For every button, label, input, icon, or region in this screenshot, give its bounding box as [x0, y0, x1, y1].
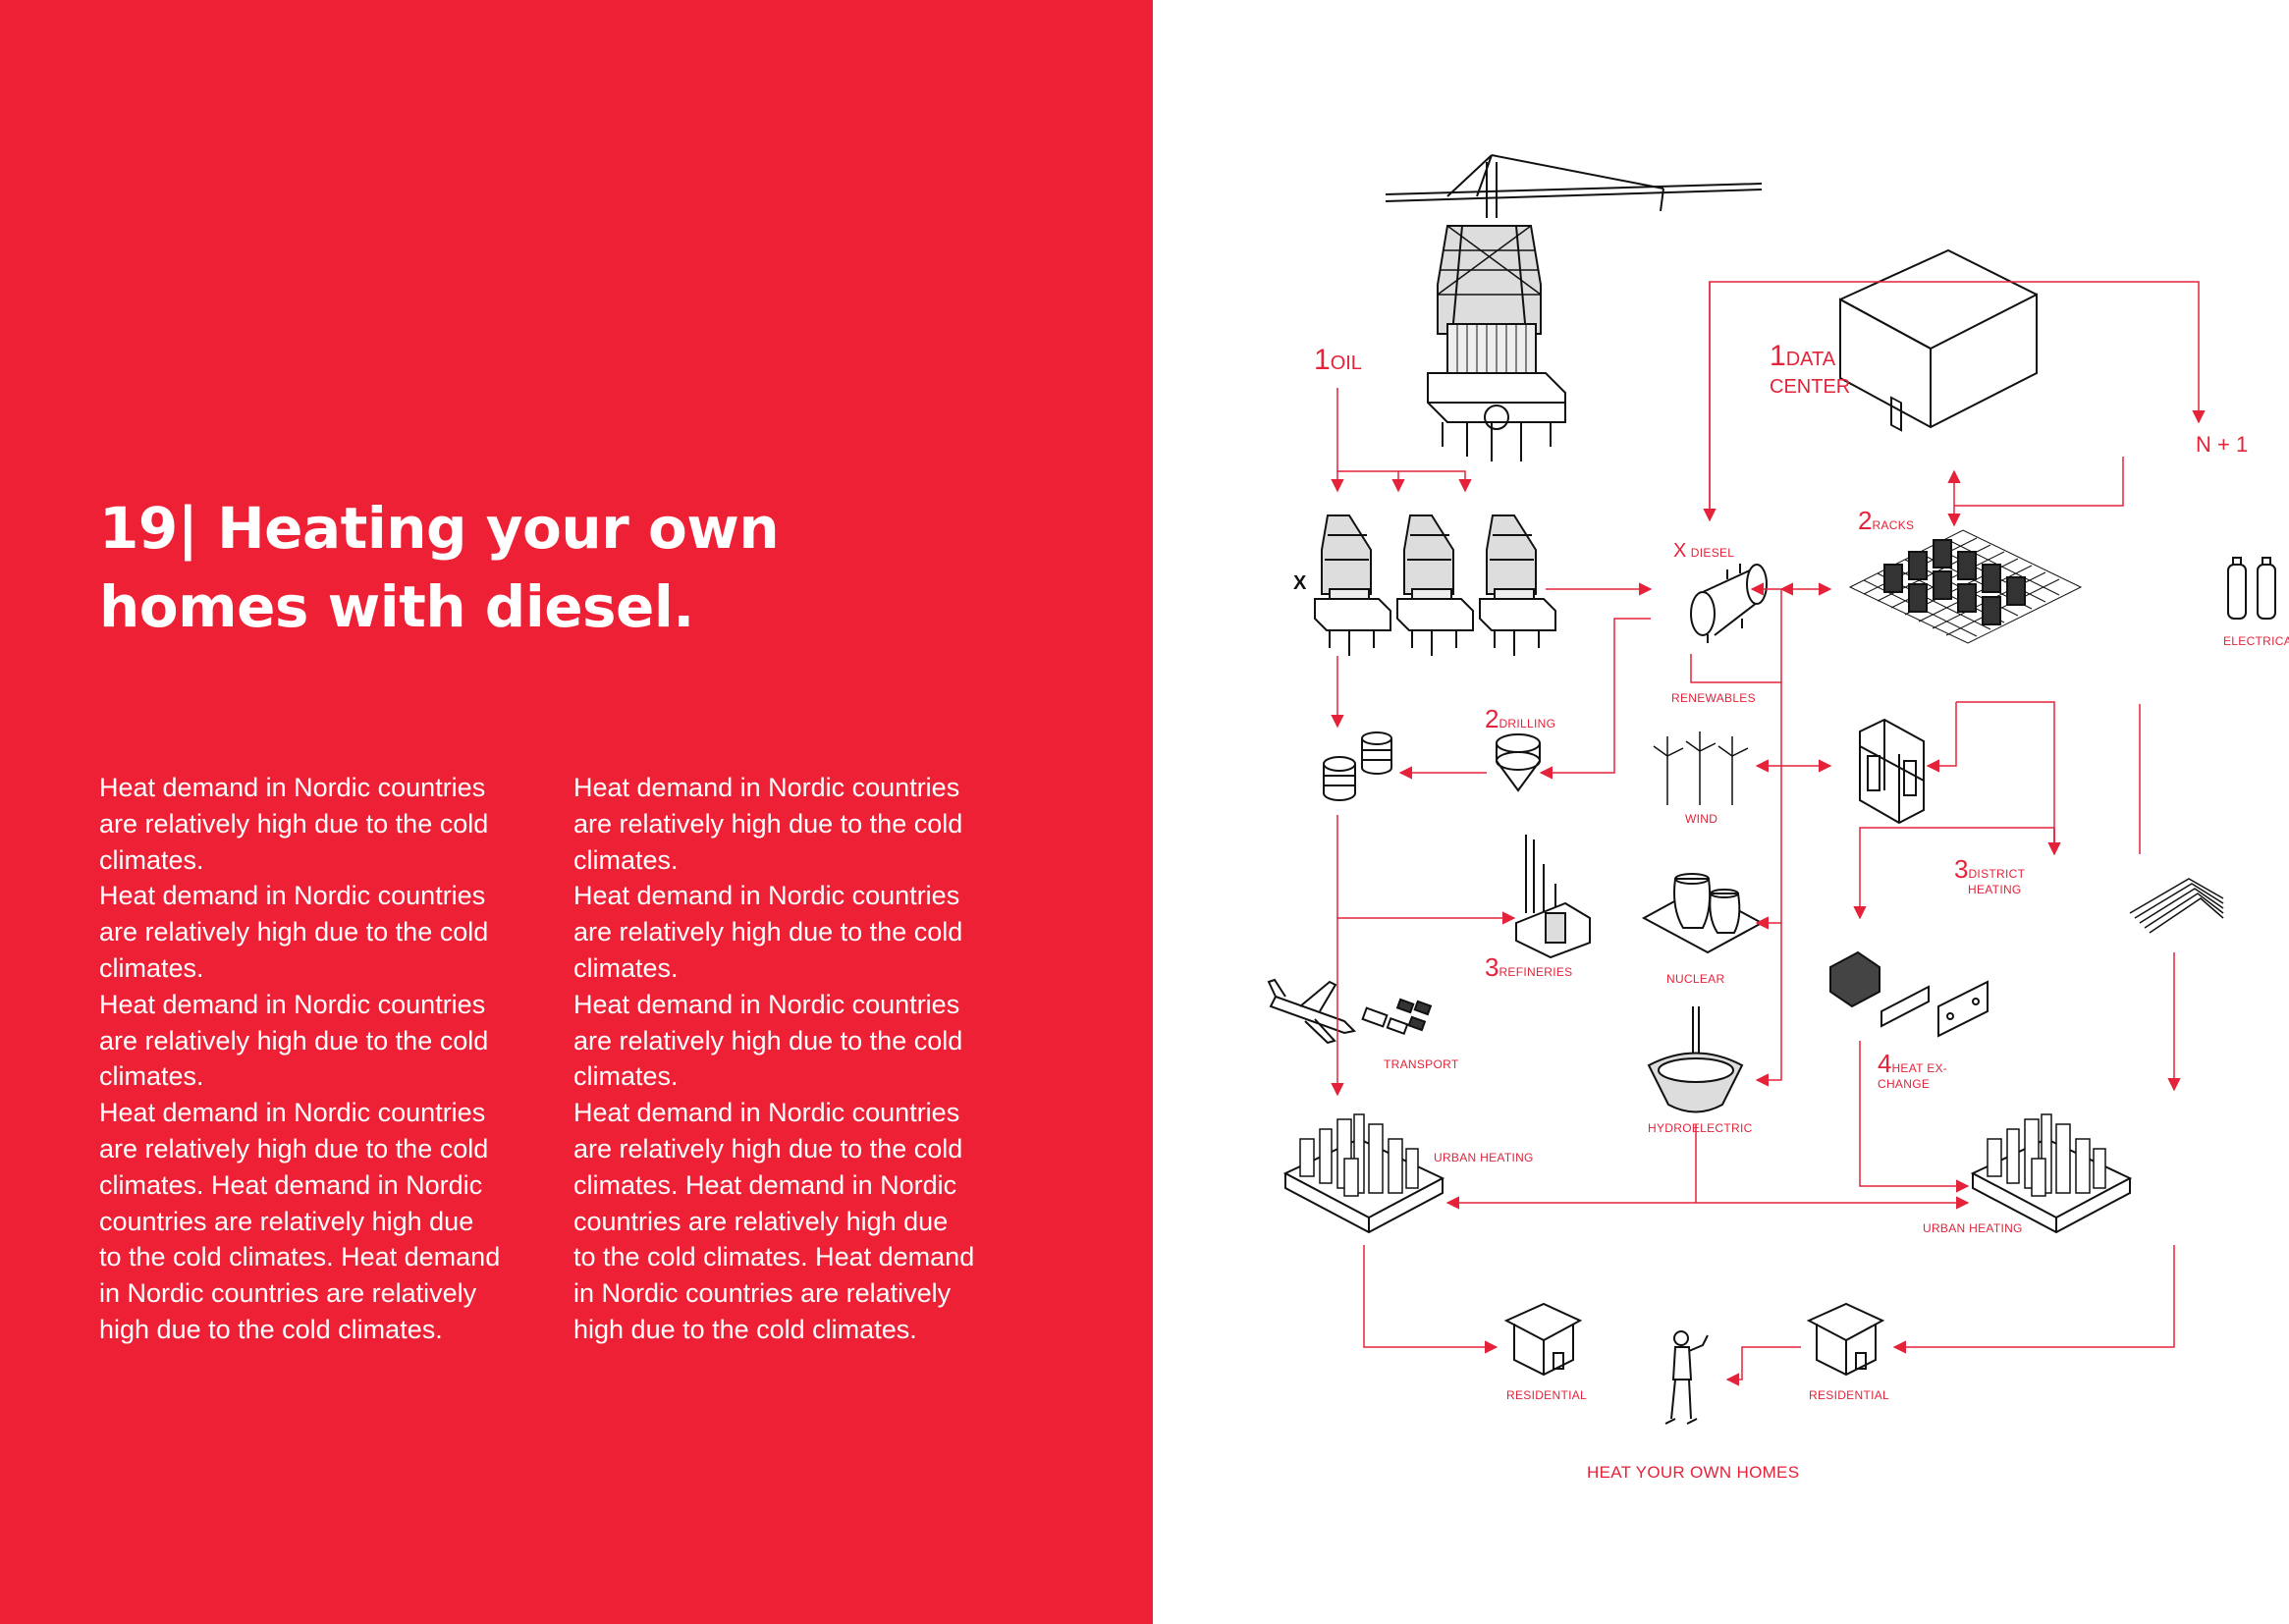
cooling-unit-illustration	[1859, 718, 1925, 825]
paragraph: Heat demand in Nordic countries are rela…	[99, 773, 489, 875]
oil-rigs-illustration	[1314, 514, 1556, 656]
drilling-illustration	[1496, 733, 1541, 792]
diagram-panel: 1OIL 1DATA CENTER N + 1 2RACKS X DIESEL …	[1153, 0, 2289, 1624]
racks-illustration	[1848, 529, 2083, 644]
label-diesel: X DIESEL	[1673, 540, 1734, 563]
crane-rig-illustration	[1385, 154, 1763, 461]
label-text: DRILLING	[1499, 717, 1556, 731]
label-text: HEATING	[1968, 883, 2022, 896]
label-urban-heating-left: URBAN HEATING	[1434, 1151, 1534, 1164]
text-column-left: Heat demand in Nordic countries are rela…	[99, 770, 502, 1348]
label-residential-left: RESIDENTIAL	[1506, 1388, 1587, 1402]
label-text: OIL	[1330, 352, 1362, 374]
paragraph: Heat demand in Nordic countries are rela…	[573, 989, 963, 1092]
label-num: 3	[1954, 854, 1969, 884]
data-center-illustration	[1839, 248, 2038, 432]
paragraph: Heat demand in Nordic countries are rela…	[573, 773, 963, 875]
barrels-illustration	[1323, 731, 1392, 801]
label-transport: TRANSPORT	[1384, 1057, 1459, 1071]
label-num: 2	[1858, 506, 1873, 535]
paragraph: Heat demand in Nordic countries are rela…	[573, 881, 963, 983]
label-residential-right: RESIDENTIAL	[1809, 1388, 1889, 1402]
person-illustration	[1664, 1330, 1709, 1425]
label-refineries: 3REFINERIES	[1485, 952, 1572, 983]
paragraph: Heat demand in Nordic countries are rela…	[99, 989, 489, 1092]
label-district-heating: 3DISTRICT HEATING	[1954, 856, 2026, 897]
house-right-illustration	[1806, 1302, 1885, 1377]
label-text: HEAT EX-	[1891, 1061, 1948, 1075]
hydroelectric-illustration	[1647, 1006, 1744, 1113]
paragraph: Heat demand in Nordic countries are rela…	[99, 881, 489, 983]
nuclear-illustration	[1641, 873, 1765, 954]
label-electrical-waste: ELECTRICAL WASTE	[2223, 634, 2289, 648]
label-text: DIESEL	[1690, 546, 1735, 560]
diesel-tank-illustration	[1690, 564, 1768, 643]
label-text: CHANGE	[1878, 1077, 1931, 1091]
label-text: CENTER	[1770, 376, 1851, 398]
label-heat-exchange: 4HEAT EX- CHANGE	[1878, 1051, 1948, 1092]
label-hydroelectric: HYDROELECTRIC	[1648, 1121, 1753, 1135]
label-num: 2	[1485, 704, 1499, 733]
label-num: X	[1673, 540, 1687, 562]
label-text: REFINERIES	[1499, 965, 1573, 979]
text-column-right: Heat demand in Nordic countries are rela…	[573, 770, 976, 1348]
label-nuclear: NUCLEAR	[1666, 972, 1725, 986]
page-title: 19| Heating your own homes with diesel.	[99, 495, 780, 640]
transport-illustration	[1267, 978, 1433, 1045]
paragraph: Heat demand in Nordic countries are rela…	[99, 1098, 501, 1344]
label-racks: 2RACKS	[1858, 506, 1914, 536]
label-text: DISTRICT	[1968, 867, 2026, 881]
label-urban-heating-right: URBAN HEATING	[1923, 1221, 2023, 1235]
label-drilling: 2DRILLING	[1485, 704, 1555, 734]
label-n-plus-1: N + 1	[2196, 432, 2249, 457]
batteries-illustration	[2227, 557, 2276, 620]
label-num: 4	[1878, 1049, 1892, 1078]
house-left-illustration	[1503, 1302, 1583, 1377]
label-num: 3	[1485, 952, 1499, 982]
energy-flow-diagram	[1267, 154, 2276, 1425]
paragraph: Heat demand in Nordic countries are rela…	[573, 1098, 975, 1344]
label-wind: WIND	[1685, 812, 1718, 826]
label-num: 1	[1770, 340, 1786, 372]
heat-exchanger-illustration	[1829, 950, 1989, 1038]
city-right-illustration	[1970, 1113, 2133, 1234]
label-data-center: 1DATA CENTER	[1770, 342, 1851, 402]
label-oil: 1OIL	[1314, 344, 1362, 377]
red-panel: 19| Heating your own homes with diesel. …	[0, 0, 1153, 1624]
refineries-illustration	[1515, 835, 1591, 959]
label-text: DATA	[1785, 349, 1836, 370]
label-text: RACKS	[1872, 518, 1915, 532]
wind-turbines-illustration	[1653, 731, 1749, 805]
illustrations	[1267, 154, 2276, 1425]
city-left-illustration	[1282, 1113, 1445, 1234]
pipes-illustration	[2129, 878, 2224, 934]
label-renewables: RENEWABLES	[1671, 691, 1756, 705]
label-num: 1	[1314, 344, 1331, 376]
diagram-caption: HEAT YOUR OWN HOMES	[1587, 1463, 1800, 1482]
x-marker: X	[1293, 572, 1307, 594]
flow-lines	[1331, 281, 2206, 1386]
